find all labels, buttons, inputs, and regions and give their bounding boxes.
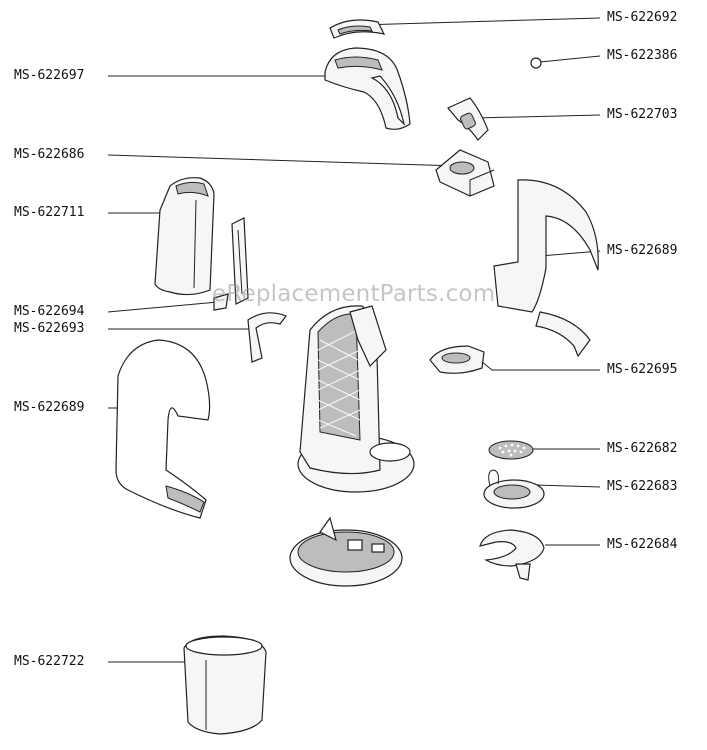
part-ms-622686-valve [435, 149, 495, 197]
leader-ms-622686 [107, 154, 459, 167]
callout-ms-622386: MS-622386 [607, 48, 678, 63]
part-ms-622695-funnel [429, 345, 485, 374]
leader-ms-622689-right [539, 250, 601, 257]
callout-ms-622695: MS-622695 [607, 362, 678, 377]
part-ms-622703-switch [447, 97, 489, 141]
callout-ms-622683: MS-622683 [607, 479, 678, 494]
callout-ms-622694: MS-622694 [14, 304, 85, 319]
part-ms-622683-drip-cup [483, 469, 545, 509]
callout-ms-622703: MS-622703 [607, 107, 678, 122]
part-ms-622693-clip [247, 312, 287, 363]
leader-ms-622695 [469, 351, 600, 371]
callout-ms-622682: MS-622682 [607, 441, 678, 456]
part-ms-622386-ring [530, 57, 542, 69]
part-ms-622684-cup-ring [479, 529, 545, 581]
part-ms-622689-right-panel [493, 179, 599, 358]
part-ms-622682-grid-plate [488, 440, 534, 460]
leader-ms-622386 [539, 55, 601, 63]
callout-ms-622686: MS-622686 [14, 147, 85, 162]
callout-ms-622692: MS-622692 [607, 10, 678, 25]
callout-ms-622697: MS-622697 [14, 68, 85, 83]
part-ms-622722-drip-tray [183, 635, 267, 735]
callout-ms-622711: MS-622711 [14, 205, 85, 220]
part-ms-622689-left-shell [115, 339, 211, 519]
watermark: eReplacementParts.com [212, 281, 496, 307]
callout-ms-622722: MS-622722 [14, 654, 85, 669]
part-ms-622711-tank [154, 177, 215, 296]
part-ms-622694-strip [213, 217, 249, 311]
leader-lines [107, 17, 601, 663]
part-ms-622697-top-housing [324, 47, 411, 130]
leader-ms-622703 [474, 114, 601, 119]
callout-ms-622689-right: MS-622689 [607, 243, 678, 258]
callout-ms-622684: MS-622684 [607, 537, 678, 552]
part-base-unit [289, 516, 403, 587]
leader-ms-622692 [359, 17, 601, 26]
part-ms-622692-lid [329, 19, 386, 39]
leader-ms-622694 [107, 301, 219, 313]
part-central-body [297, 305, 415, 493]
callout-ms-622693: MS-622693 [14, 321, 85, 336]
callout-ms-622689-left: MS-622689 [14, 400, 85, 415]
